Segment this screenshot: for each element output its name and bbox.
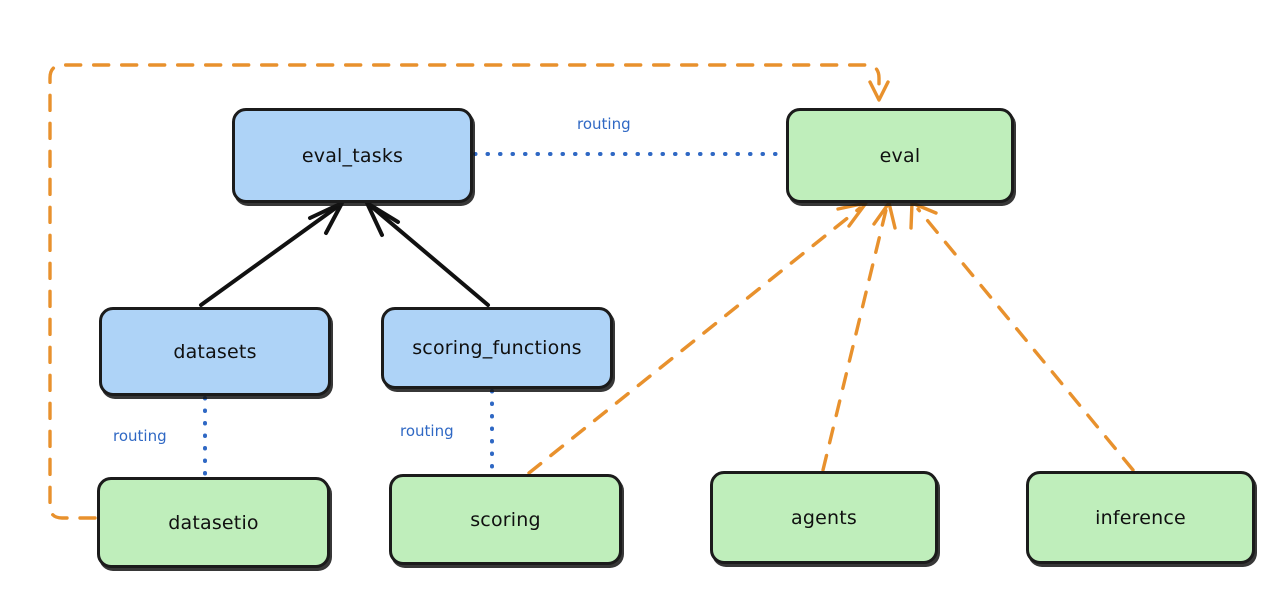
node-label-inference: inference	[1095, 506, 1186, 529]
edge-label-routing-scoring-functions-scoring: routing	[400, 422, 454, 440]
node-label-agents: agents	[791, 506, 857, 529]
node-datasetio[interactable]: datasetio	[97, 477, 330, 568]
edge-agents-to-eval	[821, 201, 897, 472]
node-label-eval-tasks: eval_tasks	[301, 144, 404, 167]
edge-datasets-to-eval_tasks	[199, 201, 344, 307]
node-label-eval: eval	[879, 144, 921, 167]
node-eval[interactable]: eval	[786, 108, 1014, 203]
node-scoring[interactable]: scoring	[389, 474, 622, 565]
node-scoring-functions[interactable]: scoring_functions	[381, 307, 613, 389]
edge-inference-to-eval	[909, 201, 1135, 472]
edge-scoring_functions-to-eval_tasks	[365, 201, 490, 307]
edge-scoring-to-eval	[527, 201, 868, 475]
edge-label-routing-eval-tasks-eval: routing	[577, 115, 631, 133]
node-datasets[interactable]: datasets	[99, 307, 331, 396]
node-label-datasetio: datasetio	[168, 511, 259, 534]
node-eval-tasks[interactable]: eval_tasks	[232, 108, 473, 203]
node-label-scoring: scoring	[470, 508, 541, 531]
node-agents[interactable]: agents	[710, 471, 938, 564]
node-inference[interactable]: inference	[1026, 471, 1255, 564]
node-label-scoring-functions: scoring_functions	[412, 337, 582, 359]
node-label-datasets: datasets	[173, 340, 257, 363]
edge-label-routing-datasets-datasetio: routing	[113, 427, 167, 445]
edge-datasetio-to-eval	[48, 63, 890, 520]
